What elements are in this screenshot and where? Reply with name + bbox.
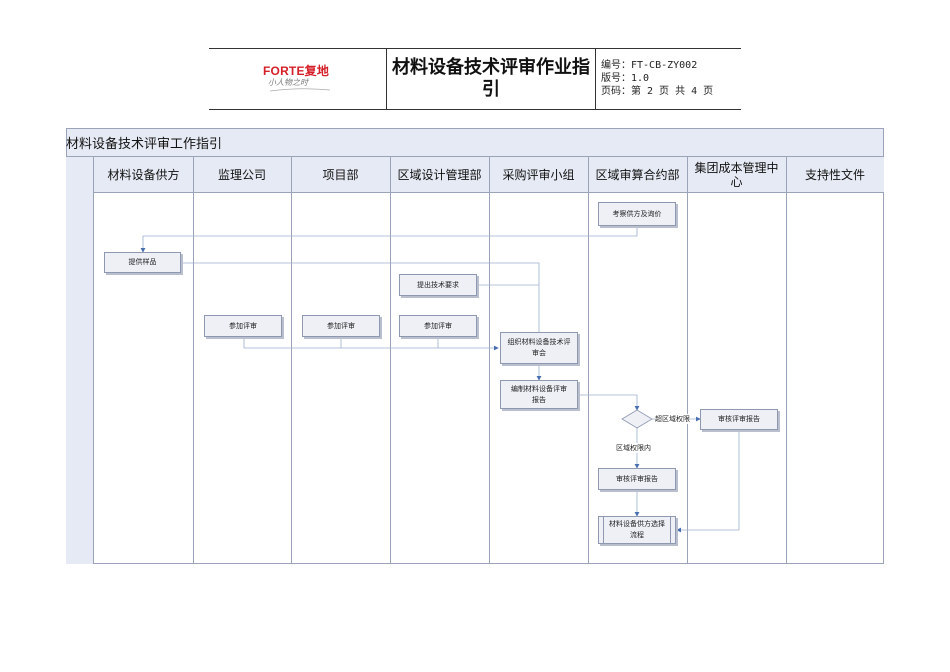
- lane-header-project: 项目部: [322, 168, 359, 182]
- lane-separator: [687, 157, 688, 564]
- lane-header-supplier: 材料设备供方: [107, 168, 180, 182]
- node-compile-report: 编制材料设备评审报告: [500, 380, 578, 409]
- lane-separator: [588, 157, 589, 564]
- header-divider-left: [386, 48, 387, 109]
- header-top-rule: [209, 48, 741, 49]
- doc-page: 页码：第 2 页 共 4 页: [601, 86, 714, 97]
- document-meta: 编号：FT-CB-ZY002 版号：1.0 页码：第 2 页 共 4 页: [601, 59, 713, 98]
- lane-header-contract: 区域审算合约部: [595, 168, 680, 182]
- node-inspect-supplier: 考察供方及询价: [598, 202, 676, 226]
- header-bottom-rule: [209, 109, 741, 110]
- lane-header-procurement: 采购评审小组: [502, 168, 575, 182]
- lane-separator: [489, 157, 490, 564]
- node-provide-samples: 提供样品: [104, 252, 181, 273]
- node-review-report-region: 审核评审报告: [598, 468, 676, 490]
- logo-wordmark: FORTE复地: [263, 64, 330, 78]
- node-join-review-supervisor: 参加评审: [204, 315, 282, 337]
- doc-version: 版号：1.0: [601, 73, 650, 84]
- lane-header-supervisor: 监理公司: [217, 168, 266, 182]
- node-selection-process: 材料设备供方选择流程: [598, 516, 676, 544]
- edge-label-exceed: 超区域权限: [655, 414, 690, 424]
- node-review-report-group: 审核评审报告: [700, 409, 778, 430]
- lane-separator: [390, 157, 391, 564]
- node-tech-requirements: 提出技术要求: [399, 274, 477, 296]
- lane-header-support: 支持性文件: [804, 168, 865, 182]
- header-divider-right: [595, 48, 596, 109]
- lane-header-design: 区域设计管理部: [397, 168, 482, 182]
- company-logo: FORTE复地 小人物之时: [210, 49, 386, 109]
- lane-left-strip: [66, 157, 94, 564]
- document-title: 材料设备技术评审作业指引: [392, 57, 590, 100]
- node-organize-meeting: 组织材料设备技术评审会: [500, 332, 578, 364]
- node-join-review-design: 参加评审: [399, 315, 477, 337]
- logo-swoosh-icon: [270, 88, 330, 92]
- edge-label-within: 区域权限内: [616, 443, 651, 453]
- lane-header-row: [66, 157, 884, 193]
- diagram-title-bar: [66, 128, 884, 157]
- swimlane-diagram: [66, 128, 884, 564]
- lane-separator: [193, 157, 194, 564]
- node-join-review-project: 参加评审: [302, 315, 380, 337]
- lane-separator: [291, 157, 292, 564]
- lane-separator: [786, 157, 787, 564]
- doc-code: 编号：FT-CB-ZY002: [601, 60, 698, 71]
- diagram-title: 材料设备技术评审工作指引: [66, 137, 223, 152]
- lane-header-group-cost: 集团成本管理中心: [694, 161, 779, 189]
- logo-tagline: 小人物之时: [268, 78, 308, 87]
